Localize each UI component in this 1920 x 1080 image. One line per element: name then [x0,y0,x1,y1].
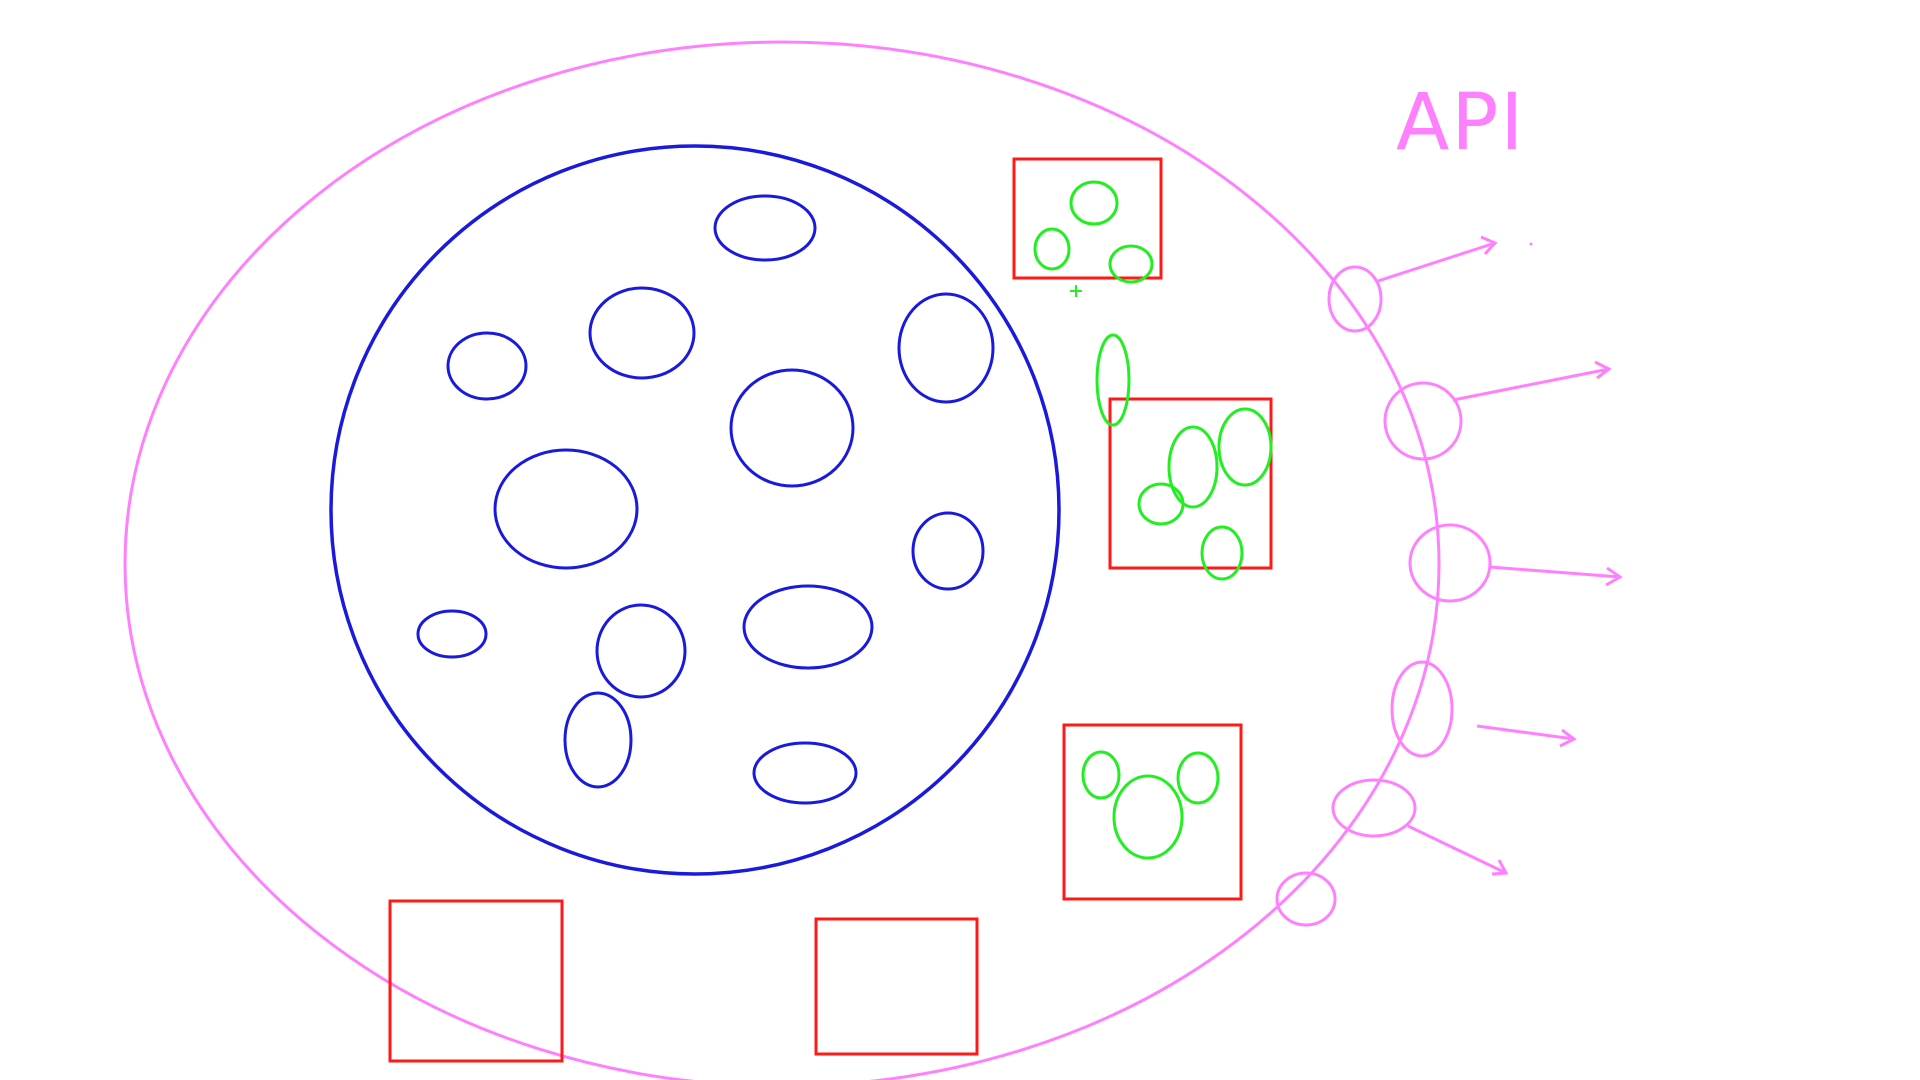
red-box [388,899,564,1063]
nucleus-spot [729,368,855,488]
outer-membrane-ellipse [123,40,1441,1080]
nucleus-spot [897,292,995,404]
membrane-port [1408,523,1492,603]
nucleus-spot [416,609,488,659]
api-label: API [1396,78,1526,168]
arrow-head-icon [1480,235,1498,256]
green-vesicle [1069,180,1119,226]
green-vesicle [1095,333,1131,427]
arrow-head-icon [1491,859,1509,876]
arrow-head-icon [1594,360,1612,380]
vesicle-group [1033,180,1273,860]
green-vesicle [1108,244,1154,284]
membrane-port [1275,871,1337,927]
green-vesicle [1176,751,1220,805]
nucleus-spot [595,603,687,699]
nucleus-spot [588,286,696,380]
red-box [814,917,979,1056]
red-box [1012,157,1163,280]
nucleus-spot [911,511,985,591]
arrow-shaft [1377,241,1496,283]
nucleus-spot [742,584,874,670]
green-vesicle [1217,407,1273,487]
arrow-shaft [1489,565,1621,579]
green-vesicle [1137,482,1185,526]
arrow-shaft [1452,367,1610,402]
plus-mark [1070,285,1082,297]
nucleus-spot [446,331,528,401]
box-group [388,157,1273,1063]
stray-dot [1529,242,1533,246]
nucleus-spot [713,194,817,262]
red-box [1062,723,1243,901]
green-vesicle [1081,750,1121,800]
arrow-shaft [1476,724,1575,741]
port-group [1275,235,1623,927]
membrane-port [1383,381,1463,461]
membrane-port [1390,660,1454,758]
green-vesicle [1033,227,1071,271]
green-vesicle [1167,425,1219,509]
nucleus-spot [493,448,639,570]
nucleus-spot [563,691,633,789]
arrow-head-icon [1559,728,1577,748]
membrane-port [1331,778,1417,838]
nucleus-circle [329,144,1061,876]
nucleus-spot [752,741,858,805]
nucleus-group [329,144,1061,876]
green-vesicle [1200,525,1244,581]
green-vesicle [1112,774,1184,860]
arrow-shaft [1407,824,1507,875]
arrow-head-icon [1605,566,1623,587]
membrane-port [1327,265,1383,333]
red-box [1108,397,1273,570]
